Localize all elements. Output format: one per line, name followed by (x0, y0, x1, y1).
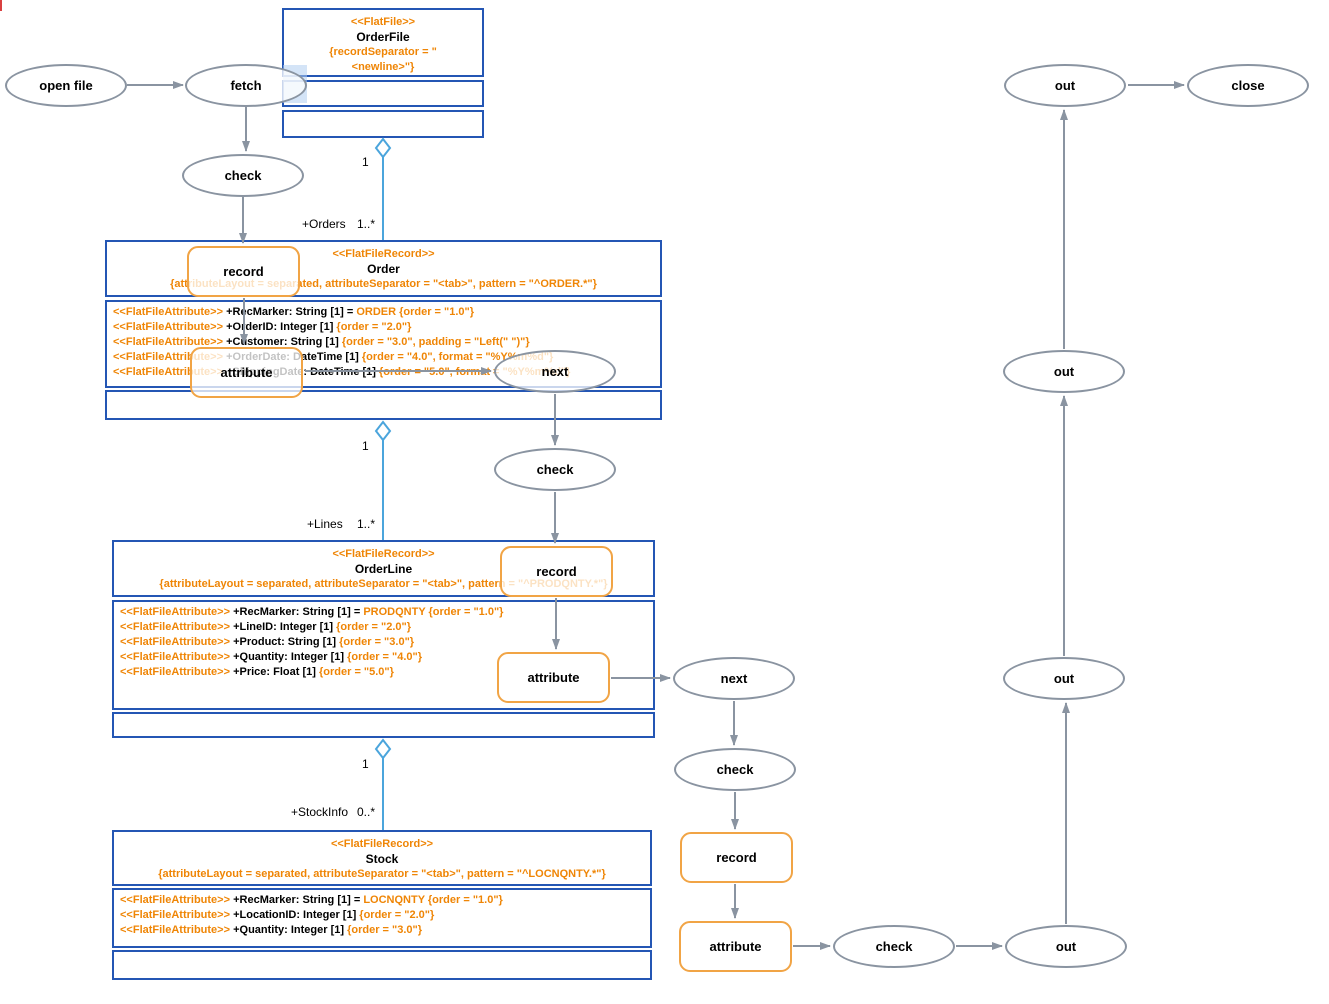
aggregation-diamond-icon (374, 738, 392, 760)
flow-node-record-3[interactable]: record (680, 832, 793, 883)
role-label: +StockInfo (291, 805, 349, 819)
attribute-row: <<FlatFileAttribute>> +LineID: Integer [… (120, 621, 412, 633)
class-orderfile[interactable]: <<FlatFile>> OrderFile {recordSeparator … (282, 8, 484, 138)
flow-node-fetch[interactable]: fetch (185, 64, 307, 107)
class-orderfile-header: <<FlatFile>> OrderFile {recordSeparator … (282, 8, 484, 77)
role-label: +Lines (307, 517, 343, 531)
class-stock-operations-compartment (112, 950, 652, 980)
aggregation-diamond-icon (374, 137, 392, 159)
flow-node-next-1[interactable]: next (494, 350, 616, 393)
class-constraint: {attributeLayout = separated, attributeS… (159, 578, 608, 590)
flow-node-check-1[interactable]: check (182, 154, 304, 197)
flow-node-out-1[interactable]: out (1005, 925, 1127, 968)
flow-node-record-1[interactable]: record (187, 246, 300, 297)
flow-node-check-2[interactable]: check (494, 448, 616, 491)
multiplicity-whole: 1 (362, 439, 369, 453)
flow-node-record-2[interactable]: record (500, 546, 613, 597)
attribute-row: <<FlatFileAttribute>> +Price: Float [1] … (120, 666, 394, 678)
flow-node-out-2[interactable]: out (1003, 657, 1125, 700)
class-stock-header: <<FlatFileRecord>> Stock {attributeLayou… (112, 830, 652, 886)
class-name: Order (367, 262, 400, 276)
class-orderfile-operations-compartment (282, 110, 484, 138)
flow-node-open-file[interactable]: open file (5, 64, 127, 107)
flow-node-check-4[interactable]: check (833, 925, 955, 968)
class-stereotype: <<FlatFile>> (350, 16, 416, 28)
role-label: +Orders (302, 217, 346, 231)
class-stereotype: <<FlatFileRecord>> (332, 548, 435, 560)
class-name: OrderLine (354, 562, 413, 576)
aggregation-diamond-icon (374, 420, 392, 442)
class-stereotype: <<FlatFileRecord>> (332, 248, 435, 260)
multiplicity-whole: 1 (362, 757, 369, 771)
class-name: Stock (365, 852, 399, 866)
class-name: OrderFile (356, 30, 410, 44)
flow-node-check-3[interactable]: check (674, 748, 796, 791)
attribute-row: <<FlatFileAttribute>> +Product: String [… (120, 636, 415, 648)
screen-edge-artifact (0, 0, 2, 11)
flow-node-next-2[interactable]: next (673, 657, 795, 700)
flow-node-out-4[interactable]: out (1004, 64, 1126, 107)
flow-node-attribute-1[interactable]: attribute (190, 347, 303, 398)
multiplicity-part: 0..* (357, 805, 376, 819)
multiplicity-whole: 1 (362, 155, 369, 169)
class-stock-attributes-compartment: <<FlatFileAttribute>> +RecMarker: String… (112, 888, 652, 948)
class-stereotype: <<FlatFileRecord>> (330, 838, 434, 850)
attribute-row: <<FlatFileAttribute>> +RecMarker: String… (120, 606, 504, 618)
attribute-row: <<FlatFileAttribute>> +OrderID: Integer … (113, 321, 412, 333)
attribute-row: <<FlatFileAttribute>> +LocationID: Integ… (120, 909, 435, 921)
flow-node-attribute-2[interactable]: attribute (497, 652, 610, 703)
class-orderline[interactable]: <<FlatFileRecord>> OrderLine {attributeL… (112, 540, 655, 738)
flow-node-close[interactable]: close (1187, 64, 1309, 107)
attribute-row: <<FlatFileAttribute>> +Customer: String … (113, 336, 530, 348)
attribute-row: <<FlatFileAttribute>> +RecMarker: String… (120, 894, 503, 906)
flow-node-attribute-3[interactable]: attribute (679, 921, 792, 972)
class-orderline-operations-compartment (112, 712, 655, 738)
flow-node-out-3[interactable]: out (1003, 350, 1125, 393)
multiplicity-part: 1..* (357, 217, 376, 231)
class-constraint: {attributeLayout = separated, attributeS… (158, 868, 606, 880)
attribute-row: <<FlatFileAttribute>> +Quantity: Integer… (120, 924, 423, 936)
multiplicity-part: 1..* (357, 517, 376, 531)
attribute-row: <<FlatFileAttribute>> +Quantity: Integer… (120, 651, 423, 663)
class-constraint: {recordSeparator = "<newline>"} (329, 46, 437, 73)
attribute-row: <<FlatFileAttribute>> +RecMarker: String… (113, 306, 475, 318)
class-stock[interactable]: <<FlatFileRecord>> Stock {attributeLayou… (112, 830, 652, 980)
